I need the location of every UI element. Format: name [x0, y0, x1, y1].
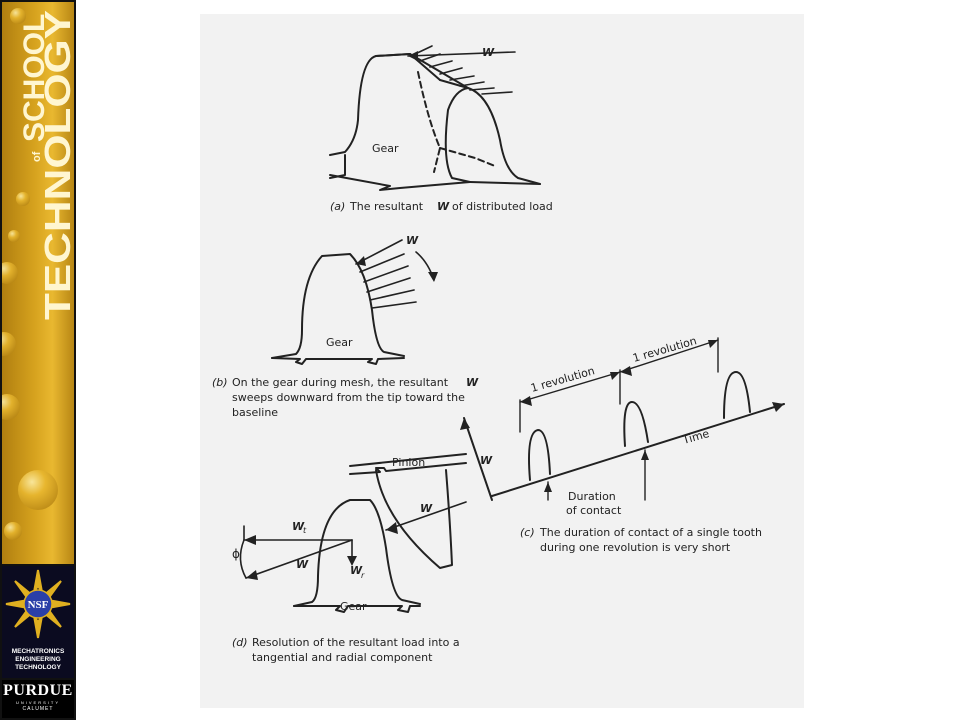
- panel-b-caption-line-2: sweeps downward from the tip toward the: [232, 391, 465, 404]
- panel-d-caption-line-1: Resolution of the resultant load into a: [252, 636, 460, 649]
- panel-a-load-arrows: [407, 45, 516, 95]
- panel-a-gear-label: Gear: [372, 142, 399, 155]
- panel-a-caption-rest: of distributed load: [452, 200, 553, 213]
- purdue-logo: PURDUE UNIVERSITY CALUMET: [2, 680, 74, 718]
- panel-b-caption-line-1: On the gear during mesh, the resultant: [232, 376, 449, 389]
- decorative-bubble: [18, 470, 58, 510]
- decorative-bubble: [10, 8, 26, 24]
- university-word: UNIVERSITY: [15, 700, 60, 705]
- panel-d-w-left-label: W: [296, 558, 309, 571]
- wr-subscript: r: [361, 571, 365, 580]
- phi-label: ϕ: [232, 547, 240, 561]
- decorative-bubble: [2, 262, 18, 284]
- decorative-bubble: [4, 522, 22, 540]
- decorative-bubble: [2, 332, 16, 356]
- panel-a-caption-text: The resultant: [349, 200, 424, 213]
- panel-d-caption-line-2: tangential and radial component: [252, 651, 433, 664]
- revolution-label-2: 1 revolution: [631, 334, 698, 365]
- w-axis-label: W: [480, 454, 493, 467]
- panel-b-load-arrows: [355, 239, 435, 309]
- wr-label: W: [350, 564, 363, 577]
- gear-load-figure: W Gear (a) The resultant W of distribute…: [200, 14, 804, 708]
- mechatronics-label: MECHATRONICS ENGINEERING TECHNOLOGY: [0, 648, 76, 672]
- calumet-word: CALUMET: [22, 706, 54, 712]
- arrowheads: [244, 51, 784, 580]
- duration-label-line-1: Duration: [568, 490, 616, 503]
- panel-c-caption-letter: (c): [520, 526, 535, 539]
- revolution-label-1: 1 revolution: [529, 364, 596, 395]
- panel-b-gear-label: Gear: [326, 336, 353, 349]
- panel-a-tooth: [329, 53, 541, 191]
- duration-label-line-2: of contact: [566, 504, 622, 517]
- panel-d-force-vectors: [239, 501, 467, 579]
- nsf-text: NSF: [28, 599, 49, 611]
- pinion-label: Pinion: [392, 456, 425, 469]
- panel-c-caption-line-1: The duration of contact of a single toot…: [539, 526, 762, 539]
- wt-subscript: t: [303, 526, 307, 535]
- panel-a-caption-symbol: W: [437, 200, 450, 213]
- panel-d-w-label: W: [420, 502, 433, 515]
- panel-c-caption-line-2: during one revolution is very short: [540, 541, 731, 554]
- panel-b-tooth: [271, 253, 405, 365]
- decorative-bubble: [8, 230, 20, 242]
- of-word: of: [31, 151, 43, 162]
- panel-b-caption-symbol: W: [466, 376, 479, 389]
- mechatronics-line-1: MECHATRONICS: [11, 648, 65, 655]
- school-of-technology-banner: SCHOOL of TECHNOLOGY: [2, 2, 74, 564]
- nsf-logo: NSF: [5, 569, 71, 639]
- panel-c-plot: [463, 337, 785, 501]
- purdue-word: PURDUE: [3, 682, 73, 699]
- decorative-bubble: [2, 394, 20, 420]
- school-word: SCHOOL: [18, 14, 51, 142]
- panel-d-caption-letter: (d): [232, 636, 248, 649]
- panel-b-caption-letter: (b): [212, 376, 228, 389]
- time-axis-label: Time: [680, 427, 711, 447]
- decorative-bubble: [16, 192, 30, 206]
- wt-label: W: [292, 520, 305, 533]
- technology-word: TECHNOLOGY: [37, 10, 74, 320]
- mechatronics-line-2: ENGINEERING: [15, 656, 61, 663]
- nsf-logo-panel: NSF: [2, 566, 74, 678]
- panel-b-load-label: W: [406, 234, 419, 247]
- panel-a-load-label: W: [482, 46, 495, 59]
- panel-b-caption-line-3: baseline: [232, 406, 278, 419]
- school-of-technology-wordmark: SCHOOL of TECHNOLOGY: [18, 10, 74, 320]
- panel-d-gear-label: Gear: [340, 600, 367, 613]
- figure-drawing: W Gear (a) The resultant W of distribute…: [212, 45, 785, 664]
- panel-d-gears: [293, 453, 467, 613]
- panel-a-caption-letter: (a): [330, 200, 345, 213]
- mechatronics-line-3: TECHNOLOGY: [15, 664, 61, 671]
- brand-sidebar: SCHOOL of TECHNOLOGY NSF MECHATRONICS EN…: [0, 0, 76, 720]
